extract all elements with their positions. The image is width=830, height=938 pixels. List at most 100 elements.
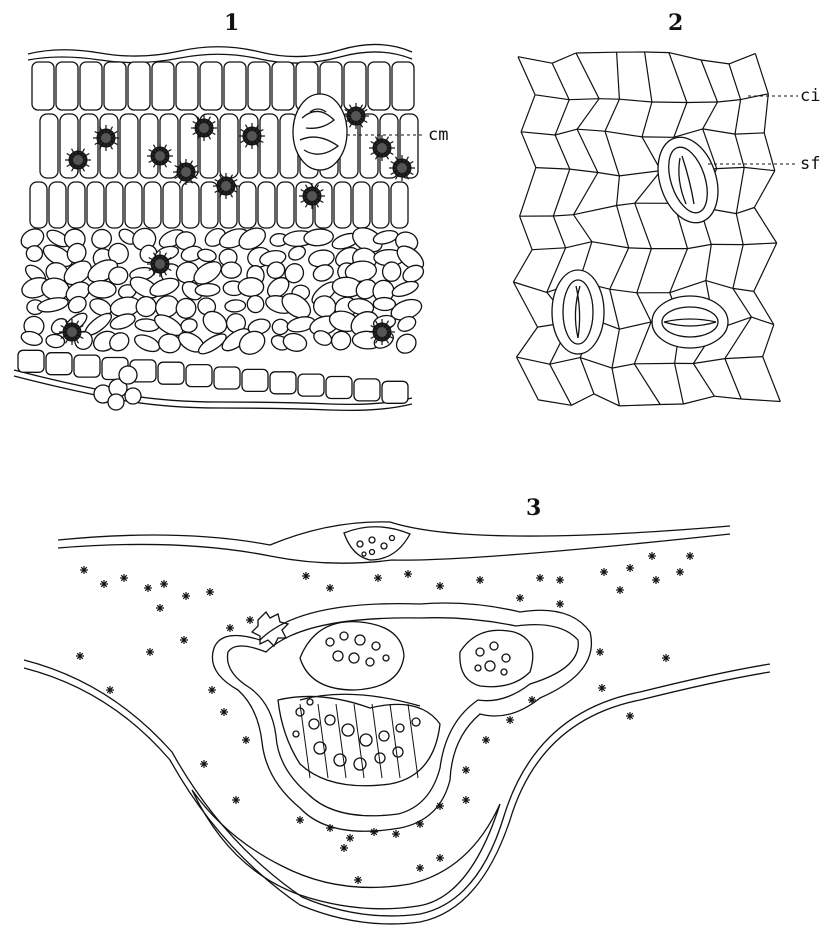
- star-crystal: [556, 576, 564, 584]
- spongy-cell: [284, 263, 305, 284]
- cell-wall: [572, 172, 599, 216]
- xylem-ray: [353, 703, 365, 779]
- cell-wall: [668, 52, 688, 103]
- xylem-vessel: [378, 730, 390, 742]
- cell-wall: [569, 168, 598, 174]
- cell-wall: [753, 291, 775, 325]
- cell-wall: [674, 363, 684, 405]
- star-crystal: [220, 708, 228, 716]
- spongy-cell: [196, 248, 217, 263]
- star-crystal: [160, 580, 168, 588]
- star-crystal: [516, 594, 524, 602]
- epidermal-cell: [151, 61, 175, 111]
- crystal-druse: [369, 135, 395, 161]
- cell-wall: [513, 281, 547, 293]
- crystal-druse: [369, 319, 395, 345]
- label-ci: ci: [800, 86, 820, 106]
- spongy-cell: [67, 295, 87, 314]
- epidermal-cell: [213, 366, 241, 390]
- cell-wall: [517, 56, 553, 64]
- cell-wall: [554, 134, 571, 170]
- cell-wall: [716, 166, 745, 170]
- cell-wall: [609, 288, 637, 294]
- xylem-vessel: [365, 657, 375, 667]
- crystal-druse: [59, 319, 85, 345]
- spongy-cell: [202, 310, 228, 335]
- star-crystal: [346, 834, 354, 842]
- cell-wall: [634, 202, 652, 249]
- figure-3-number: 3: [526, 495, 541, 521]
- cell-wall: [515, 356, 539, 401]
- palisade-layer: [29, 113, 419, 229]
- crystal-druse: [239, 123, 265, 149]
- cell-wall: [575, 51, 617, 54]
- cell-wall: [599, 98, 620, 100]
- star-crystal: [436, 582, 444, 590]
- star-crystal: [120, 574, 128, 582]
- spongy-cell: [180, 318, 198, 333]
- xylem-vessel: [313, 741, 327, 755]
- cell-wall: [736, 206, 755, 215]
- cell-wall: [702, 128, 736, 135]
- epidermal-cell: [79, 61, 103, 111]
- xylem-vessel: [324, 714, 336, 726]
- spongy-cell: [397, 315, 417, 332]
- xylem-vessel: [501, 653, 511, 663]
- cell-wall: [517, 56, 536, 96]
- spongy-cell: [194, 282, 221, 297]
- spongy-cell: [372, 296, 397, 312]
- xylem-vessel: [371, 641, 381, 651]
- palisade-cell: [86, 181, 105, 229]
- cell-wall: [619, 321, 652, 330]
- star-crystal: [326, 824, 334, 832]
- cell-wall: [751, 316, 774, 326]
- spongy-cell: [197, 333, 227, 355]
- cell-wall: [651, 101, 687, 104]
- xylem-vessel: [354, 634, 366, 646]
- cell-wall: [611, 367, 620, 407]
- stoma-lower-right: [651, 295, 729, 349]
- spongy-cell: [220, 261, 242, 279]
- midrib-lower-surface: [23, 667, 771, 925]
- cell-wall: [546, 247, 567, 293]
- palisade-cell: [259, 113, 279, 179]
- star-crystal: [374, 574, 382, 582]
- cell-wall: [753, 242, 778, 292]
- cell-wall: [687, 243, 712, 250]
- cell-wall: [735, 167, 745, 214]
- star-crystal: [302, 572, 310, 580]
- star-crystal: [436, 854, 444, 862]
- cell-wall: [732, 287, 754, 292]
- star-crystal: [144, 584, 152, 592]
- star-crystal: [482, 736, 490, 744]
- cell-wall: [732, 288, 753, 318]
- xylem-right-lobe: [459, 629, 534, 688]
- spongy-cell: [303, 228, 334, 247]
- cell-wall: [724, 356, 763, 360]
- cell-wall: [700, 59, 719, 103]
- spongy-cell: [238, 227, 266, 250]
- phloem-region: [226, 617, 579, 817]
- palisade-cell: [119, 113, 139, 179]
- cell-wall: [512, 249, 533, 283]
- xylem-vessel: [474, 664, 482, 672]
- star-crystal: [354, 876, 362, 884]
- cell-wall: [636, 292, 652, 323]
- epidermal-cell: [17, 349, 45, 373]
- spongy-cell: [133, 334, 161, 353]
- cell-wall: [604, 98, 620, 132]
- star-crystal: [182, 592, 190, 600]
- star-crystal: [296, 816, 304, 824]
- cell-wall: [519, 215, 533, 250]
- crystal-druse: [299, 183, 325, 209]
- xylem-vessel: [348, 652, 360, 664]
- epidermal-cell: [367, 61, 391, 111]
- star-crystal: [662, 654, 670, 662]
- scattered-crystals: [76, 552, 694, 884]
- cell-wall: [576, 98, 600, 130]
- xylem-vessel: [339, 631, 349, 641]
- cell-wall: [549, 363, 572, 406]
- cell-wall: [633, 321, 652, 365]
- spongy-cell: [109, 313, 136, 330]
- spongy-cell: [154, 295, 179, 318]
